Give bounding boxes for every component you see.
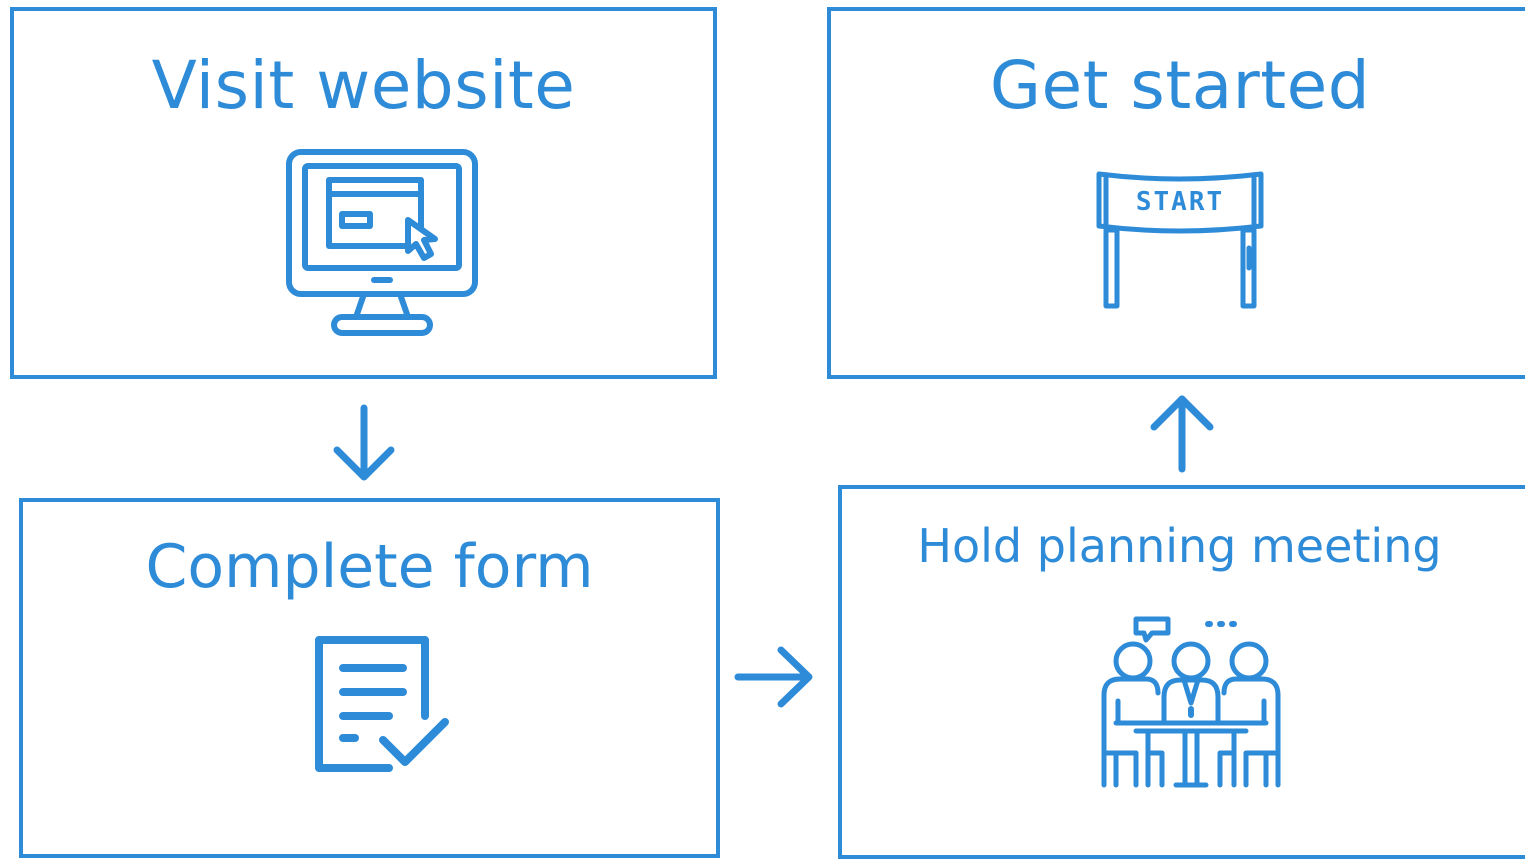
arrow-right-connector — [734, 645, 816, 709]
step-complete-form: Complete form — [19, 498, 720, 858]
arrow-down-connector — [333, 404, 395, 482]
start-banner-icon: START — [1095, 168, 1265, 310]
people-meeting-table-icon — [1096, 613, 1286, 803]
step-title-get-started: Get started — [989, 47, 1371, 124]
step-hold-planning-meeting: Hold planning meeting — [838, 485, 1525, 859]
start-banner-text: START — [1136, 187, 1224, 217]
arrow-up-connector — [1150, 393, 1214, 473]
document-checkmark-icon — [309, 630, 449, 774]
step-get-started: Get started START — [827, 7, 1525, 379]
step-title-visit-website: Visit website — [151, 47, 576, 124]
step-visit-website: Visit website — [10, 7, 717, 379]
step-title-hold-planning-meeting: Hold planning meeting — [917, 519, 1442, 573]
computer-monitor-cursor-icon — [284, 147, 484, 337]
step-title-complete-form: Complete form — [145, 532, 594, 602]
